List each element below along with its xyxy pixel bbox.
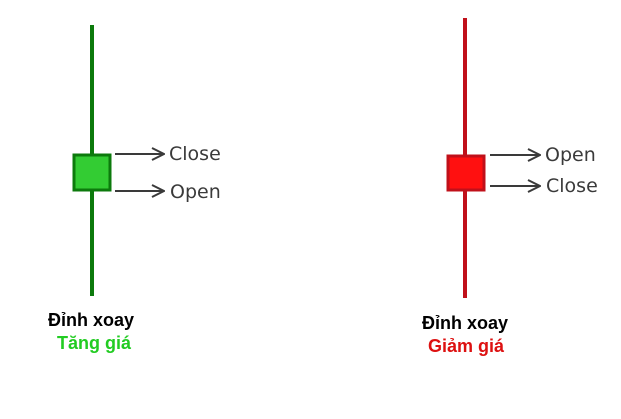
- bullish-candle: [72, 25, 112, 296]
- bearish-candle: [446, 18, 486, 298]
- bearish-open-pointer: Open: [490, 144, 596, 166]
- bearish-subtitle: Giảm giá: [428, 336, 505, 356]
- bullish-title: Đỉnh xoay: [48, 310, 135, 330]
- bullish-open-label: Open: [170, 181, 221, 203]
- bullish-subtitle: Tăng giá: [57, 333, 132, 353]
- bearish-title: Đỉnh xoay: [422, 313, 509, 333]
- bearish-body: [446, 154, 486, 192]
- bearish-close-label: Close: [546, 175, 598, 197]
- bearish-open-label: Open: [545, 144, 596, 166]
- bearish-close-pointer: Close: [490, 175, 598, 197]
- bullish-open-pointer: Open: [115, 181, 221, 203]
- bullish-body: [72, 153, 112, 192]
- bullish-close-pointer: Close: [115, 143, 221, 165]
- bullish-close-label: Close: [169, 143, 221, 165]
